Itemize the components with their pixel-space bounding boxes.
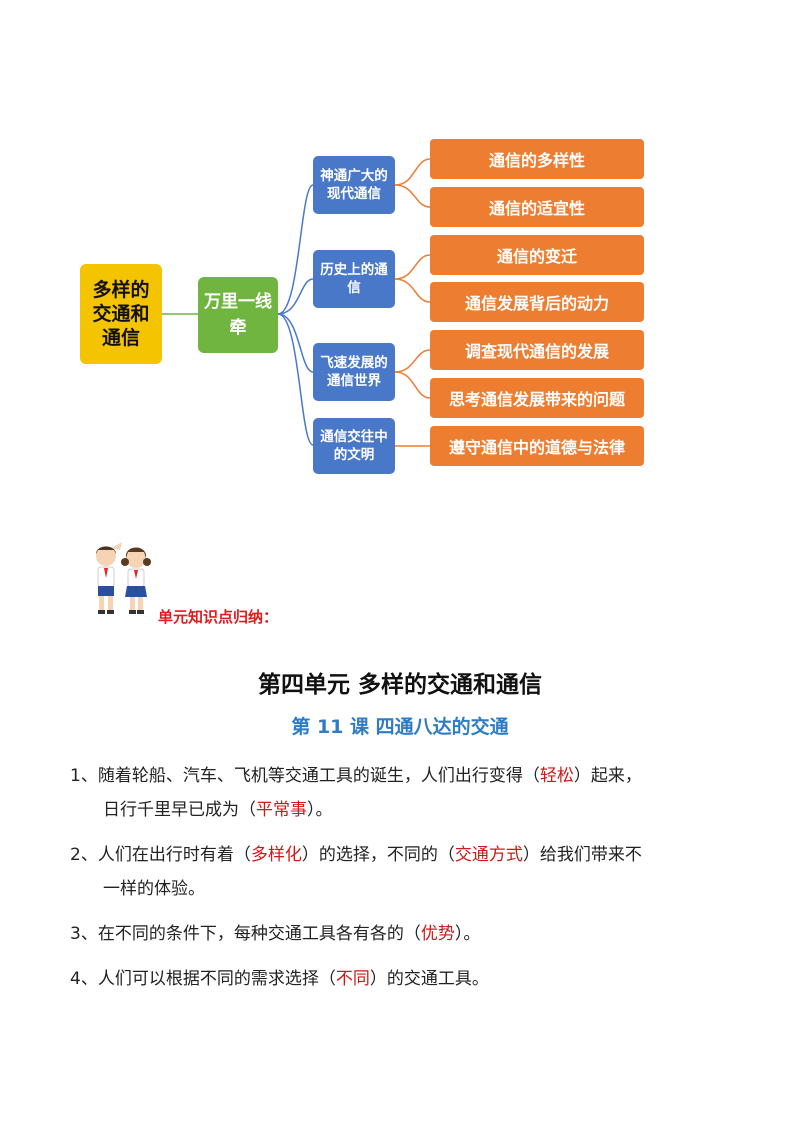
answer-text: 优势	[420, 924, 455, 944]
boy-figure	[96, 542, 122, 614]
item-line: 4、人们可以根据不同的需求选择（不同）的交通工具。	[70, 962, 740, 996]
leaf-changes: 通信的变迁	[430, 235, 644, 275]
list-item: 3、在不同的条件下，每种交通工具各有各的（优势）。	[70, 917, 740, 951]
connector-branch-1	[277, 184, 314, 315]
leaf-driving-force: 通信发展背后的动力	[430, 282, 644, 322]
connector-leaf-1	[394, 158, 431, 186]
item-text: 2、人们在出行时有着（	[70, 845, 251, 865]
girl-figure	[121, 547, 151, 614]
students-illustration	[96, 542, 151, 614]
list-item: 4、人们可以根据不同的需求选择（不同）的交通工具。	[70, 962, 740, 996]
connector-branch-4	[277, 313, 314, 446]
answer-text: 不同	[335, 969, 370, 989]
connector-leaf-5	[394, 349, 431, 373]
branch-fast-development: 飞速发展的通信世界	[313, 343, 395, 401]
branch-civility: 通信交往中的文明	[313, 418, 395, 474]
leaf-investigate: 调查现代通信的发展	[430, 330, 644, 370]
answer-text: 多样化	[250, 845, 302, 865]
branch-modern-communication: 神通广大的现代通信	[313, 156, 395, 214]
item-text: 4、人们可以根据不同的需求选择（	[70, 969, 336, 989]
mind-map-connectors	[162, 158, 431, 447]
item-line: 2、人们在出行时有着（多样化）的选择，不同的（交通方式）给我们带来不	[70, 838, 740, 872]
mind-map: 多样的交通和通信 万里一线牵 神通广大的现代通信 历史上的通信 飞速发展的通信世…	[0, 0, 800, 520]
list-item: 1、随着轮船、汽车、飞机等交通工具的诞生，人们出行变得（轻松）起来， 日行千里早…	[70, 759, 740, 827]
section-label: 单元知识点归纳：	[158, 608, 279, 626]
answer-text: 交通方式	[454, 845, 523, 865]
lesson-title: 第 11 课 四通八达的交通	[291, 716, 509, 738]
item-text: 1、随着轮船、汽车、飞机等交通工具的诞生，人们出行变得（	[70, 766, 540, 786]
item-text: ）给我们带来不	[522, 845, 642, 865]
item-line: 1、随着轮船、汽车、飞机等交通工具的诞生，人们出行变得（轻松）起来，	[70, 759, 740, 793]
branch-history-communication: 历史上的通信	[313, 250, 395, 308]
item-text: 一样的体验。	[103, 879, 205, 899]
connector-branch-3	[277, 313, 314, 373]
item-line: 日行千里早已成为（平常事）。	[70, 793, 740, 827]
leaf-problems: 思考通信发展带来的问题	[430, 378, 644, 418]
mindmap-root: 多样的交通和通信	[80, 264, 162, 364]
unit-title: 第四单元 多样的交通和通信	[257, 672, 542, 698]
connector-leaf-6	[394, 371, 431, 399]
item-text: ）。	[307, 800, 333, 820]
answer-text: 轻松	[539, 766, 574, 786]
item-text: ）。	[454, 924, 481, 944]
item-text: 3、在不同的条件下，每种交通工具各有各的（	[70, 924, 421, 944]
connector-leaf-4	[394, 278, 431, 303]
mindmap-level1: 万里一线牵	[198, 277, 278, 353]
leaf-suitability: 通信的适宜性	[430, 187, 644, 227]
knowledge-list: 1、随着轮船、汽车、飞机等交通工具的诞生，人们出行变得（轻松）起来， 日行千里早…	[70, 759, 740, 1007]
connector-leaf-3	[394, 254, 431, 280]
list-item: 2、人们在出行时有着（多样化）的选择，不同的（交通方式）给我们带来不 一样的体验…	[70, 838, 740, 906]
answer-text: 平常事	[256, 800, 307, 820]
item-text: ）起来，	[573, 766, 642, 786]
item-line: 3、在不同的条件下，每种交通工具各有各的（优势）。	[70, 917, 740, 951]
connector-leaf-2	[394, 184, 431, 208]
leaf-diversity: 通信的多样性	[430, 139, 644, 179]
item-line: 一样的体验。	[70, 872, 740, 906]
item-text: ）的选择，不同的（	[301, 845, 455, 865]
leaf-ethics-law: 遵守通信中的道德与法律	[430, 426, 644, 466]
item-text: 日行千里早已成为（	[103, 800, 256, 820]
connector-branch-2	[277, 278, 314, 315]
item-text: ）的交通工具。	[369, 969, 489, 989]
